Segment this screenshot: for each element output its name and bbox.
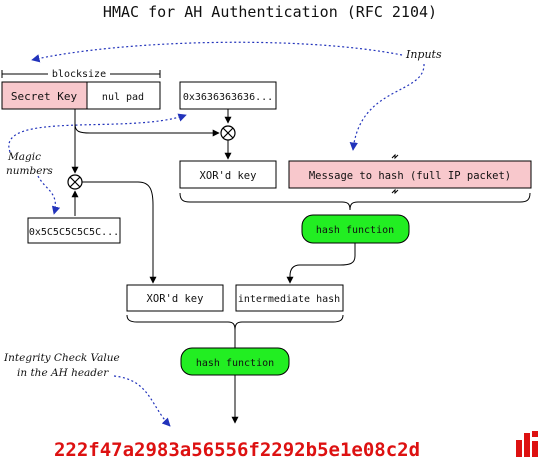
icv-label-2: in the AH header: [17, 367, 109, 379]
xord-key-bottom-label: XOR'd key: [147, 293, 204, 305]
brace-bottom: [126, 314, 344, 331]
message-break-marks: [391, 153, 399, 195]
xor-top-icon: [220, 125, 236, 141]
nul-pad-label: nul pad: [102, 92, 144, 103]
xord-key-top-box: [179, 160, 277, 189]
bar-logo-icon: [516, 431, 538, 457]
message-box: [288, 160, 532, 189]
intermediate-hash-label: intermediate hash: [238, 294, 340, 305]
opad-box: [27, 217, 121, 244]
inputs-arrow-to-key: [31, 41, 403, 63]
icv-label-1: Integrity Check Value: [3, 352, 120, 364]
hash1-to-intermediate-line: [286, 243, 356, 284]
result-hash: 222f47a2983a56556f2292b5e1e08c2d: [54, 439, 420, 461]
hash-function-1-label: hash function: [316, 225, 394, 236]
message-label: Message to hash (full IP packet): [309, 170, 511, 182]
xord-key-top-label: XOR'd key: [200, 170, 257, 182]
secret-key-box: [1, 81, 88, 110]
nul-pad-box: [86, 81, 161, 110]
magic-numbers-label-1: Magic: [7, 151, 41, 163]
xor-bottom-icon: [67, 174, 83, 190]
opad-label: 0x5C5C5C5C5C...: [29, 227, 119, 238]
xor-to-xord-key-bottom-line: [82, 181, 157, 284]
secret-key-label: Secret Key: [11, 90, 78, 103]
brace-top: [179, 192, 531, 211]
icv-arrow: [113, 375, 171, 427]
inputs-label: Inputs: [405, 48, 442, 61]
magic-numbers-label-2: numbers: [6, 165, 53, 177]
inputs-arrow-to-message: [349, 63, 425, 151]
diagram-title: HMAC for AH Authentication (RFC 2104): [103, 3, 437, 21]
ipad-label: 0x3636363636...: [183, 92, 273, 103]
blocksize-label: blocksize: [52, 69, 106, 80]
intermediate-hash-box: [235, 284, 344, 312]
xord-key-bottom-box: [126, 284, 224, 312]
hash-function-2-label: hash function: [196, 358, 274, 369]
key-to-xor-top-line: [74, 109, 220, 137]
magic-arrow-to-ipad: [8, 113, 187, 153]
magic-arrow-to-opad: [37, 175, 61, 215]
